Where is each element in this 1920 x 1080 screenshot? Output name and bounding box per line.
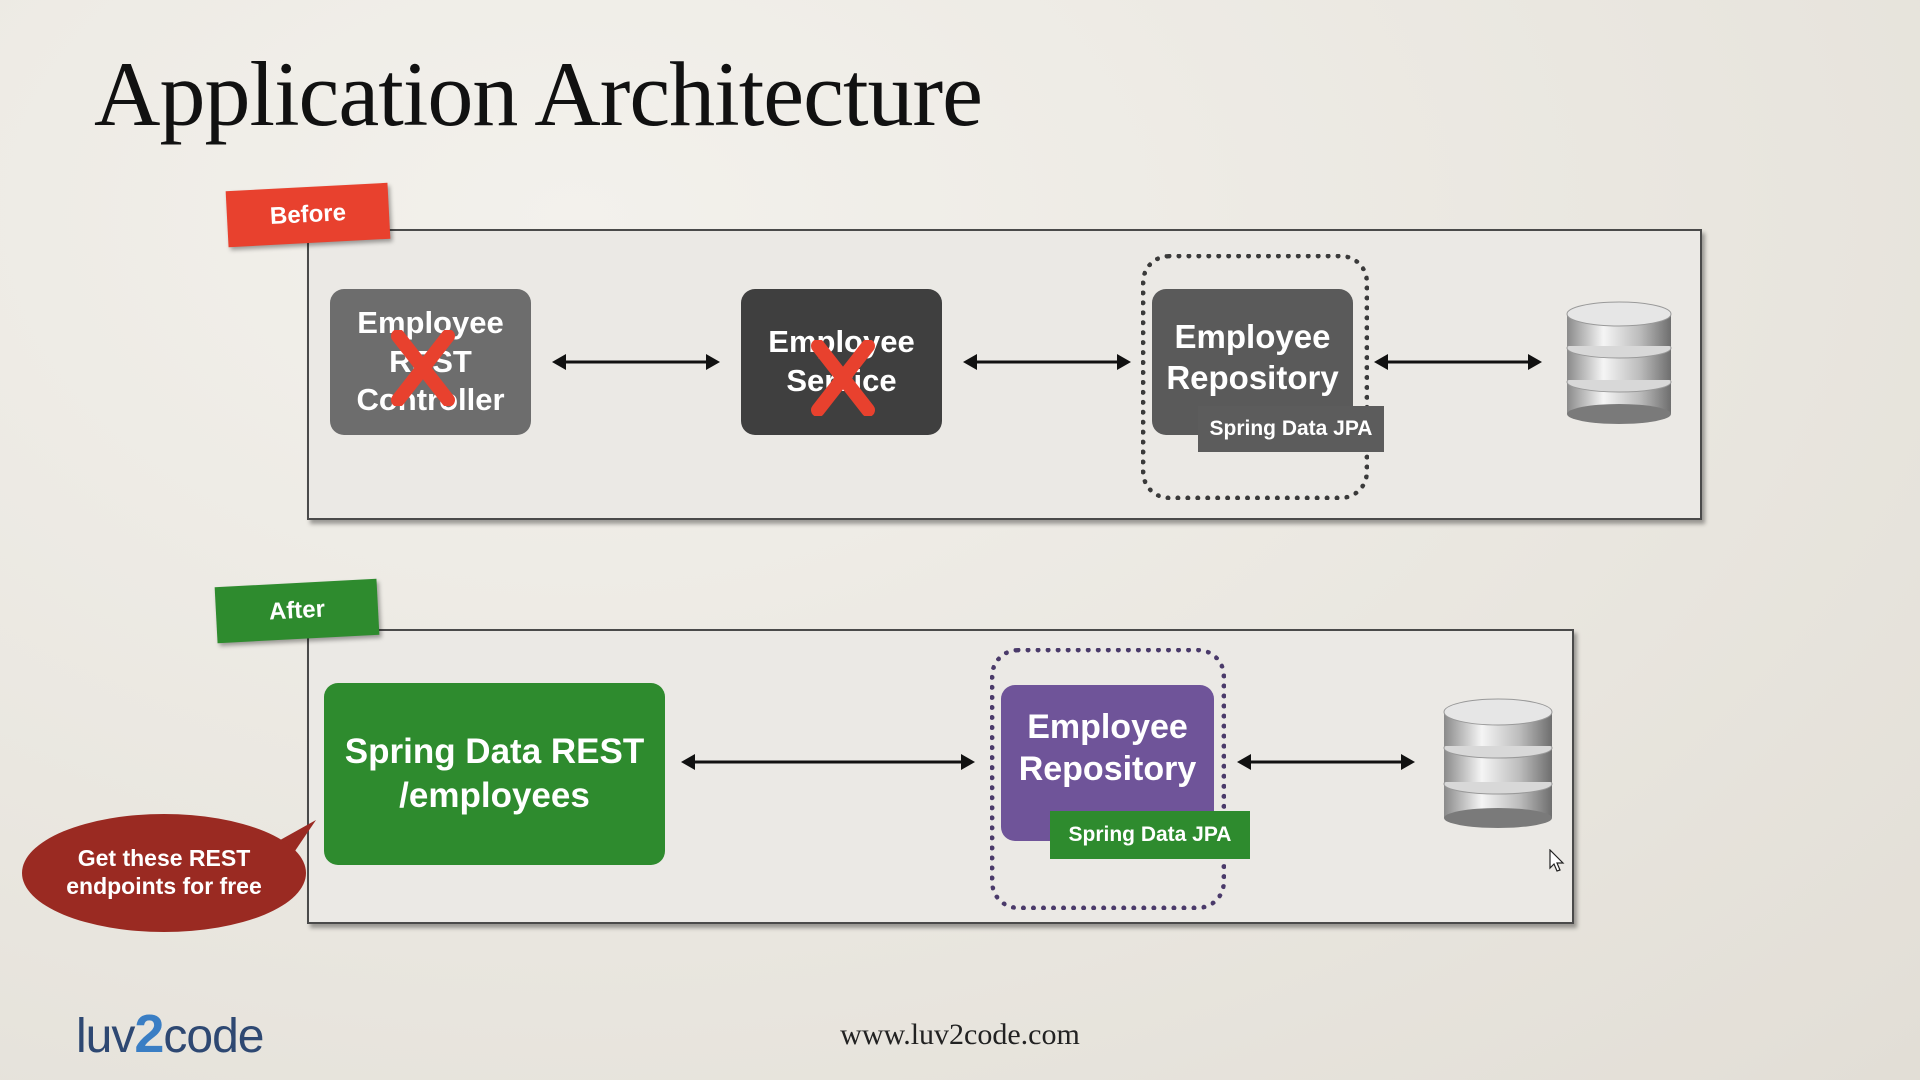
page-title: Application Architecture — [94, 43, 983, 145]
mouse-cursor-icon — [1549, 849, 1565, 872]
database-icon — [1443, 698, 1553, 828]
site-url: www.luv2code.com — [840, 1018, 1080, 1051]
employee-service-label: Employee Service — [768, 324, 915, 398]
callout-bubble: Get these REST endpoints for free — [22, 814, 306, 932]
arrow-service-repository — [963, 354, 1131, 370]
employee-repository-label: Employee Repository — [1018, 707, 1197, 789]
spring-data-rest-box: Spring Data REST /employees — [324, 683, 665, 865]
database-icon — [1566, 301, 1672, 424]
callout-text: Get these REST endpoints for free — [66, 845, 262, 899]
logo-text: code — [163, 1010, 264, 1063]
before-tag: Before — [225, 182, 391, 248]
logo-text: 2 — [134, 1004, 164, 1064]
spring-data-rest-label: Spring Data REST /employees — [344, 732, 645, 815]
spring-data-jpa-label: Spring Data JPA — [1198, 406, 1384, 452]
employee-rest-controller-box: Employee REST Controller — [330, 289, 531, 435]
logo-text: luv — [76, 1010, 135, 1063]
arrow-repository-database — [1237, 754, 1415, 770]
before-panel — [307, 229, 1702, 520]
arrow-rest-repository — [681, 754, 975, 770]
luv2code-logo: luv2code — [76, 1003, 265, 1065]
repository-highlight-outline — [1141, 254, 1369, 500]
repository-highlight-outline — [990, 648, 1226, 910]
employee-service-box: Employee Service — [741, 289, 942, 435]
after-tag: After — [214, 578, 380, 644]
spring-data-jpa-label: Spring Data JPA — [1050, 811, 1250, 859]
employee-rest-controller-label: Employee REST Controller — [356, 304, 505, 418]
arrow-controller-service — [552, 354, 720, 370]
arrow-repository-database — [1374, 354, 1542, 370]
employee-repository-label: Employee Repository — [1166, 317, 1339, 396]
